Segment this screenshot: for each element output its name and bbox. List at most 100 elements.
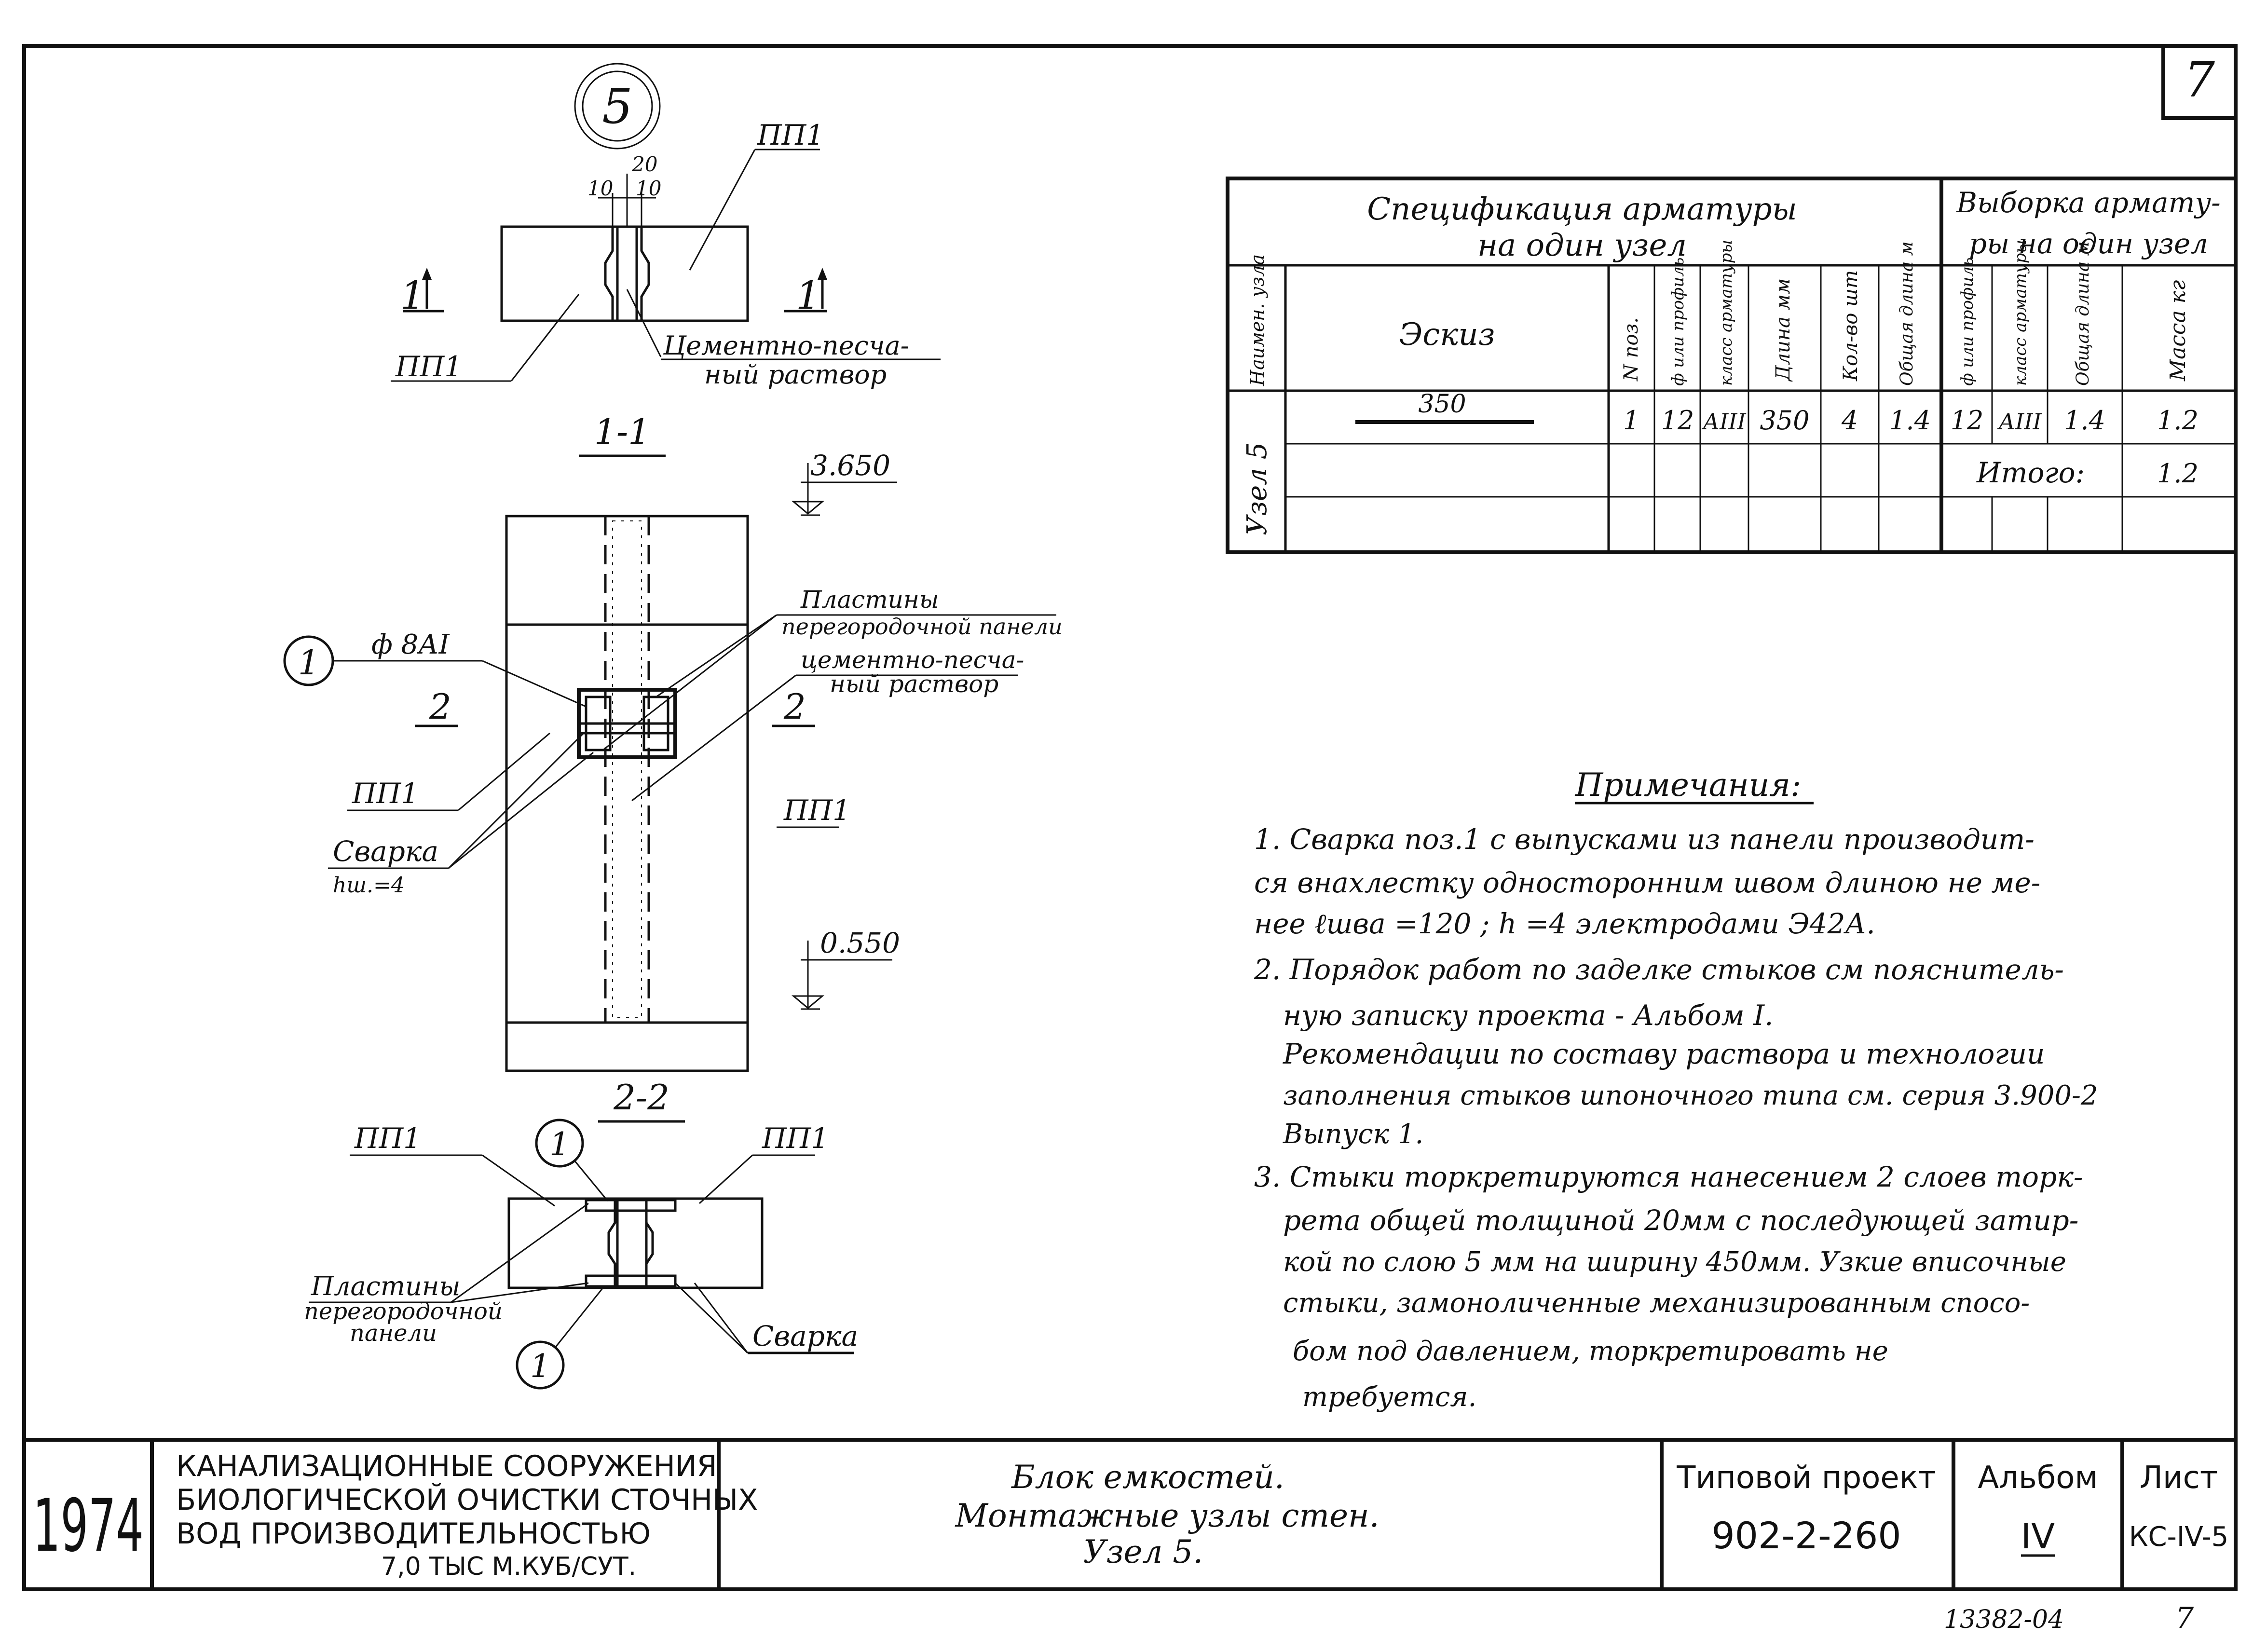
plates-label-1: Пластины <box>800 586 939 614</box>
corner-number-box <box>2161 44 2238 120</box>
hdr-sel-total-len: Общая длина м <box>2073 241 2093 386</box>
section-2-2-callout-bottom <box>516 1340 565 1390</box>
hdr-sel-diam: ф или профиль <box>1958 258 1977 386</box>
album-value: IV <box>2021 1516 2055 1556</box>
plates-label-bottom-3: панели <box>350 1320 437 1347</box>
name-line-3: Узел 5. <box>1083 1533 1203 1570</box>
section-1-1-callout-num: 1 <box>298 643 320 683</box>
hdr-class: класс арматуры <box>1717 240 1736 386</box>
hdr-length: Длина мм <box>1772 278 1794 382</box>
cell-length: 350 <box>1760 405 1809 436</box>
hdr-node-name: Наимен. узла <box>1247 254 1268 386</box>
weld-label-1: Сварка <box>333 835 438 868</box>
node-circle-label: 5 <box>602 78 633 135</box>
hdr-sel-class: класс арматуры <box>2011 240 2030 386</box>
notes: Примечания: 1. Сварка поз.1 с выпусками … <box>1254 766 2098 1413</box>
side-num-left: 2 <box>429 686 451 727</box>
section-2-2-callout-bottom-num: 1 <box>530 1348 550 1385</box>
notes-line: 1. Сварка поз.1 с выпусками из панели пр… <box>1254 823 2035 856</box>
pp1-right-bottom: ПП1 <box>762 1122 829 1155</box>
hdr-sketch: Эскиз <box>1399 317 1495 353</box>
section-mark-left: 1 <box>400 273 425 318</box>
footer-page: 7 <box>2175 1601 2194 1635</box>
section-2-2-callout-top-num: 1 <box>549 1126 570 1163</box>
dim-20: 20 <box>631 152 657 176</box>
cell-pos: 1 <box>1623 405 1639 436</box>
project-value: 902-2-260 <box>1711 1514 1901 1557</box>
notes-line: рета общей толщиной 20мм с последующей з… <box>1283 1204 2078 1237</box>
node-plan-top: 5 20 10 10 ПП1 ПП1 1 1 Ц <box>391 63 941 390</box>
dim-10-left: 10 <box>587 177 613 200</box>
hdr-mass: Масса кг <box>2166 280 2190 382</box>
title-block: 1974 КАНАЛИЗАЦИОННЫЕ СООРУЖЕНИЯ БИОЛОГИЧ… <box>24 1438 2236 1589</box>
section-mark-right: 1 <box>796 273 820 318</box>
notes-line: нее ℓшва =120 ; h =4 электродами Э42А. <box>1254 907 1875 940</box>
notes-line: Выпуск 1. <box>1283 1119 1423 1150</box>
sel-title-1: Выборка армату- <box>1956 186 2221 219</box>
elev-bottom: 0.550 <box>820 927 900 959</box>
notes-line: бом под давлением, торкретировать не <box>1293 1336 1888 1367</box>
hdr-pos: N поз. <box>1620 317 1642 382</box>
hdr-qty: Кол-во шт <box>1840 270 1862 382</box>
album-label: Альбом <box>1978 1460 2098 1496</box>
plates-label-2: перегородочной панели <box>781 614 1063 640</box>
mortar-label-mid-1: цементно-песча- <box>801 646 1024 674</box>
cell-mass: 1.2 <box>2157 405 2199 436</box>
hdr-diam: ф или профиль <box>1668 258 1688 386</box>
cell-sel-diam: 12 <box>1951 405 1984 436</box>
sheet-label: Лист <box>2140 1460 2218 1496</box>
sel-title-2: ры на один узел <box>1969 227 2208 260</box>
cell-qty: 4 <box>1841 405 1858 436</box>
spec-title-2: на один узел <box>1477 228 1687 263</box>
project-label: Типовой проект <box>1676 1460 1936 1496</box>
total-label: Итого: <box>1976 456 2085 489</box>
label-pp1-top: ПП1 <box>757 119 824 151</box>
org-line-2: БИОЛОГИЧЕСКОЙ ОЧИСТКИ СТОЧНЫХ <box>176 1482 758 1517</box>
notes-line: ную записку проекта - Альбом I. <box>1283 999 1774 1032</box>
pp1-left-bottom: ПП1 <box>354 1122 421 1155</box>
notes-line: ся внахлестку односторонним швом длиною … <box>1254 866 2040 899</box>
dim-10-right: 10 <box>636 177 661 200</box>
sheet-value: КС-IV-5 <box>2129 1521 2228 1553</box>
mortar-label-mid-2: ный раствор <box>830 670 998 698</box>
mortar-label-top-2: ный раствор <box>704 359 887 390</box>
notes-title: Примечания: <box>1575 766 1801 804</box>
section-1-1: 1-1 3.650 1 ф 8АI Пластины перегородочно… <box>283 411 1063 1072</box>
cell-total-len: 1.4 <box>1889 405 1931 436</box>
spec-table: Спецификация арматуры на один узел Выбор… <box>1226 177 2238 554</box>
section-2-2-callout-top <box>535 1119 584 1168</box>
plates-label-bottom-1: Пластины <box>311 1271 460 1301</box>
notes-line: заполнения стыков шпоночного типа см. се… <box>1283 1080 2098 1111</box>
notes-line: Рекомендации по составу раствора и техно… <box>1283 1038 2045 1070</box>
node-circle <box>574 63 661 150</box>
section-1-1-title: 1-1 <box>594 411 650 452</box>
section-2-2: 2-2 ПП1 ПП1 1 1 Пластины перегородочной … <box>304 1077 858 1390</box>
org-line-1: КАНАЛИЗАЦИОННЫЕ СООРУЖЕНИЯ <box>176 1449 717 1483</box>
name-line-2: Монтажные узлы стен. <box>955 1497 1379 1534</box>
notes-line: стыки, замоноличенные механизированным с… <box>1283 1287 2030 1319</box>
pp1-left-mid: ПП1 <box>352 777 419 810</box>
rebar-label: ф 8АI <box>371 629 451 660</box>
node-value: Узел 5 <box>1242 442 1273 535</box>
pp1-right-mid: ПП1 <box>783 794 850 827</box>
section-2-2-title: 2-2 <box>613 1077 669 1118</box>
footer-code: 13382-04 <box>1944 1605 2064 1634</box>
spec-title-1: Спецификация арматуры <box>1367 191 1797 227</box>
org-line-4: 7,0 ТЫС М.КУБ/СУТ. <box>381 1552 636 1581</box>
cell-diam: 12 <box>1661 405 1694 436</box>
notes-line: 3. Стыки торкретируются нанесением 2 сло… <box>1254 1160 2083 1193</box>
mortar-label-top-1: Цементно-песча- <box>663 330 909 361</box>
elev-top: 3.650 <box>810 449 890 482</box>
weld-label-2: hш.=4 <box>333 873 405 898</box>
name-line-1: Блок емкостей. <box>1011 1459 1284 1496</box>
cell-sel-class: АIII <box>1997 409 2042 435</box>
notes-line: кой по слою 5 мм на ширину 450мм. Узкие … <box>1283 1246 2066 1278</box>
org-line-3: ВОД ПРОИЗВОДИТЕЛЬНОСТЬЮ <box>176 1517 651 1551</box>
total-value: 1.2 <box>2157 458 2199 489</box>
corner-number: 7 <box>2184 52 2215 108</box>
weld-label-bottom: Сварка <box>752 1320 858 1352</box>
year: 1974 <box>33 1484 144 1568</box>
notes-line: требуется. <box>1302 1381 1476 1413</box>
cell-sel-total-len: 1.4 <box>2064 405 2105 436</box>
